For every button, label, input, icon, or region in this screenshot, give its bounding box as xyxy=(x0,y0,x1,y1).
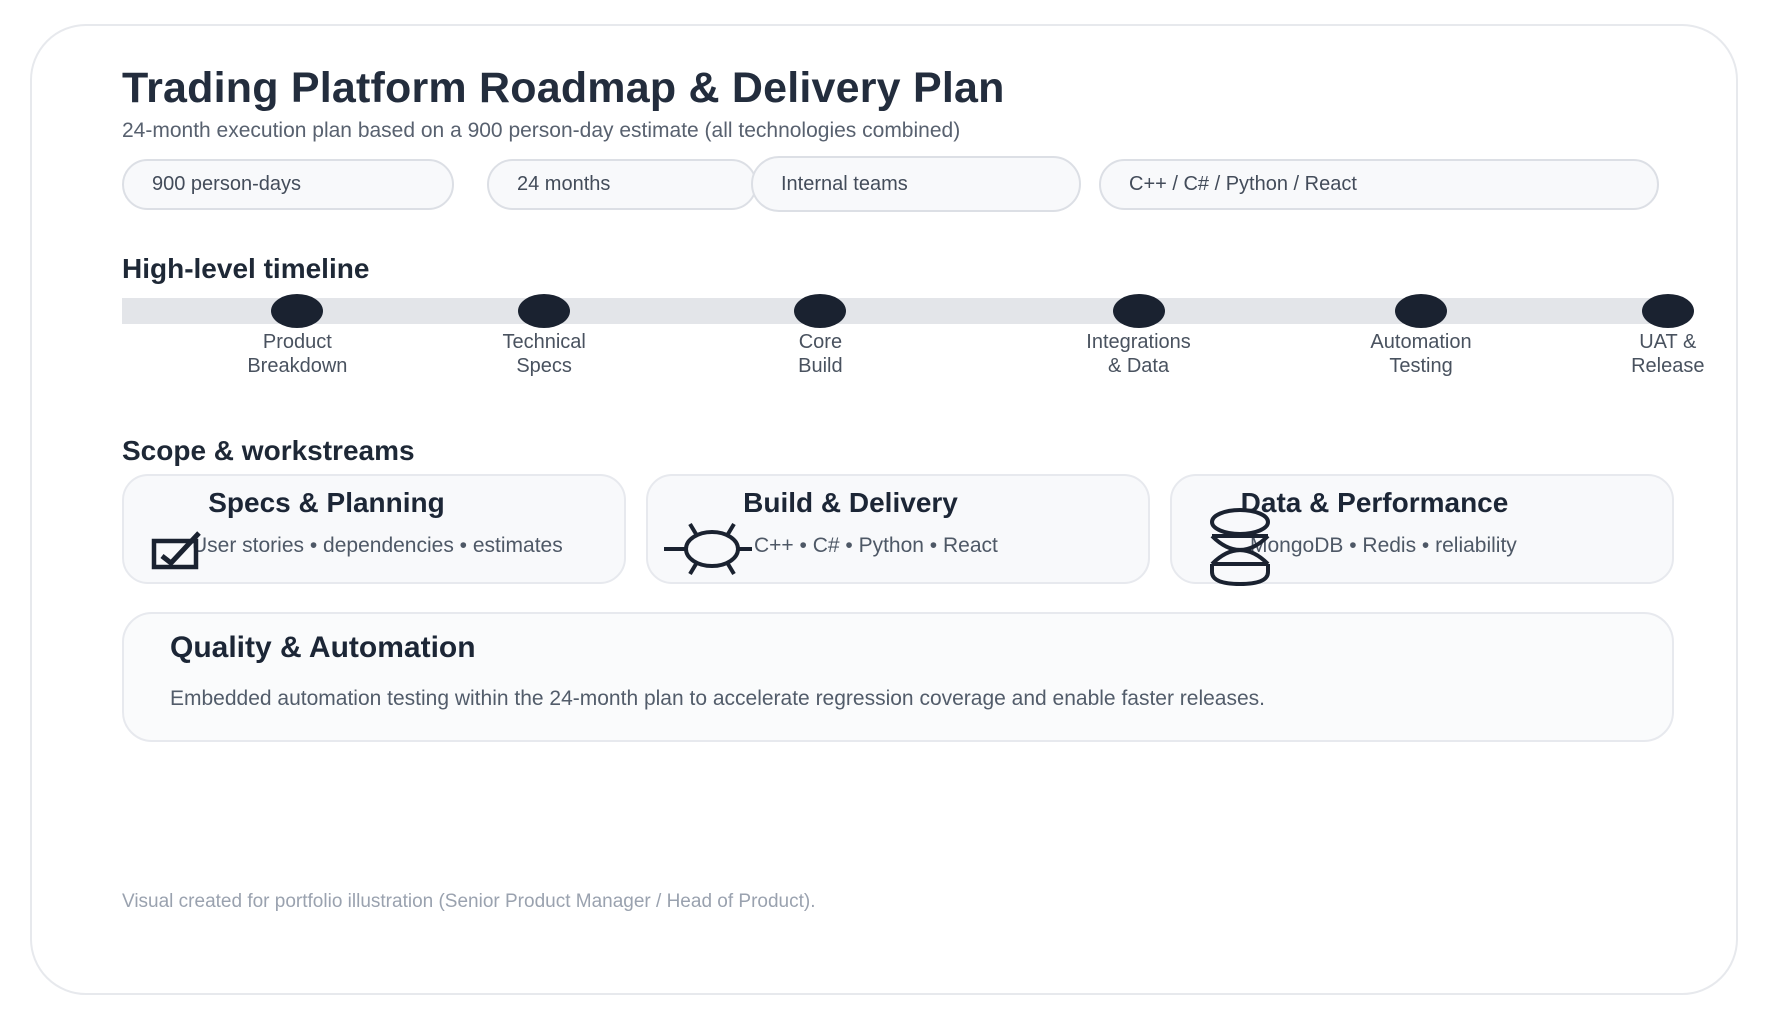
card-data-performance: Data & Performance MongoDB • Redis • rel… xyxy=(1170,474,1674,587)
milestone-label: Core Build xyxy=(798,331,843,377)
card-detail: C++ • C# • Python • React xyxy=(754,534,998,557)
workstream-cards: Specs & Planning User stories • dependen… xyxy=(122,474,1674,587)
scope-heading: Scope & workstreams xyxy=(122,435,415,466)
milestone-dot-automation-testing xyxy=(1395,294,1448,328)
card-body: MongoDB • Redis • reliability xyxy=(1172,508,1672,587)
milestone-dot-integrations-data xyxy=(1112,294,1165,328)
timeline-heading: High-level timeline xyxy=(122,253,370,284)
card-title: Data & Performance xyxy=(1240,487,1509,518)
card-specs-planning: Specs & Planning User stories • dependen… xyxy=(122,474,626,584)
card-title: Specs & Planning xyxy=(208,487,445,518)
database-icon xyxy=(1208,507,1272,594)
milestone-label: UAT & Release xyxy=(1631,331,1705,377)
milestone-dot-product-breakdown xyxy=(271,294,324,328)
footnote: Visual created for portfolio illustratio… xyxy=(122,891,816,912)
quality-title: Quality & Automation xyxy=(170,631,476,664)
checkbox-icon xyxy=(150,525,204,580)
badge-teams: Internal teams xyxy=(751,156,1081,212)
card-body: C++ • C# • Python • React xyxy=(648,522,1148,576)
badge-person-days: 900 person-days xyxy=(122,158,454,210)
badge-duration: 24 months xyxy=(487,158,757,210)
badge-technologies: C++ / C# / Python / React xyxy=(1099,158,1659,210)
card-title: Build & Delivery xyxy=(743,487,958,518)
milestone-label: Product Breakdown xyxy=(247,331,348,377)
card-build-delivery: Build & Delivery C++ • C# • Python • Rea… xyxy=(646,474,1150,584)
milestone-dot-technical-specs xyxy=(518,294,571,328)
roadmap-card: Trading Platform Roadmap & Delivery Plan… xyxy=(30,24,1738,995)
page-title: Trading Platform Roadmap & Delivery Plan xyxy=(122,64,1005,112)
badge-row: 900 person-days 24 months Internal teams… xyxy=(122,156,1674,212)
gear-icon xyxy=(662,521,754,584)
card-detail: User stories • dependencies • estimates xyxy=(192,534,563,557)
milestone-label: Integrations & Data xyxy=(1086,331,1191,377)
milestone-label: Technical Specs xyxy=(502,331,586,377)
timeline: Product Breakdown Technical Specs Core B… xyxy=(122,294,1704,394)
card-detail: MongoDB • Redis • reliability xyxy=(1250,534,1517,557)
page-subtitle: 24-month execution plan based on a 900 p… xyxy=(122,119,961,142)
milestone-dot-core-build xyxy=(794,294,847,328)
quality-automation-card: Quality & Automation Embedded automation… xyxy=(122,612,1674,742)
card-body: User stories • dependencies • estimates xyxy=(124,531,624,570)
quality-body: Embedded automation testing within the 2… xyxy=(170,687,1266,710)
milestone-dot-uat-release xyxy=(1641,294,1694,328)
milestone-label: Automation Testing xyxy=(1370,331,1472,377)
